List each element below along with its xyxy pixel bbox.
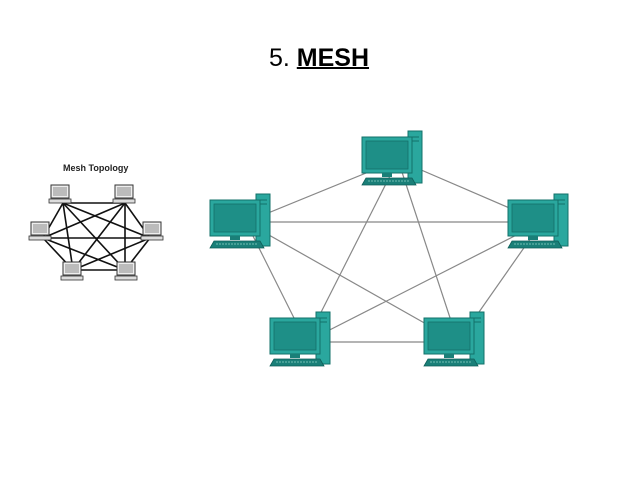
small-computer-icon	[60, 261, 84, 281]
computer-icon	[507, 193, 569, 249]
computer-node-right	[507, 193, 569, 249]
computer-icon	[361, 130, 423, 186]
small-computer-icon	[112, 184, 136, 204]
small-computer-icon	[48, 184, 72, 204]
computer-node-top	[361, 130, 423, 186]
title-word: MESH	[296, 44, 370, 72]
small-computer-icon	[114, 261, 138, 281]
small-diagram-title: Mesh Topology	[63, 163, 129, 173]
computer-icon	[209, 193, 271, 249]
small-computer-icon	[140, 221, 164, 241]
computer-node-bottom-left	[269, 311, 331, 367]
mesh-links	[245, 159, 543, 343]
small-computers	[28, 184, 164, 281]
small-computer-icon	[28, 221, 52, 241]
small-mesh-svg	[28, 184, 164, 281]
title-number: 5.	[268, 44, 290, 72]
computer-icon	[269, 311, 331, 367]
slide-title: 5. MESH	[0, 44, 638, 73]
small-mesh-links	[42, 202, 151, 271]
computer-icon	[423, 311, 485, 367]
small-mesh-diagram: Mesh Topology	[25, 158, 175, 298]
computer-node-left	[209, 193, 271, 249]
computer-node-bottom-right	[423, 311, 485, 367]
